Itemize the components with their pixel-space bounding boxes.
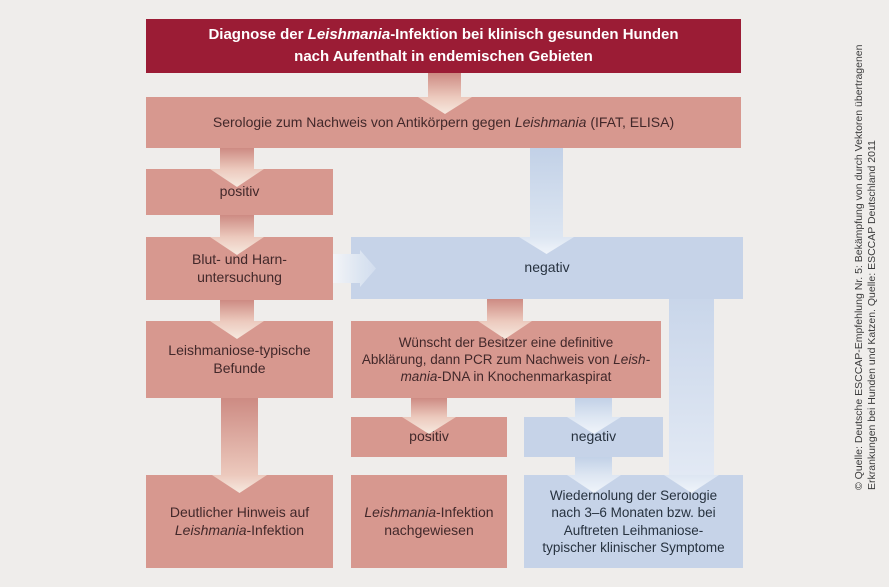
negativ-result-label-2: negativ <box>570 428 617 445</box>
source-attribution-line2: Erkrankungen bei Hunden und Katzen. Quel… <box>866 140 878 490</box>
connector-negativ2-wiederholung-shaft <box>575 457 612 475</box>
title-text: Diagnose der Leishmania-Infektion bei kl… <box>208 25 679 66</box>
positiv-result-box-1: positiv <box>146 169 333 215</box>
serology-box: Serologie zum Nachweis von Antikörpern g… <box>146 97 741 148</box>
connector-serology-negativ-shaft <box>530 148 563 237</box>
connector-title-serology-shaft <box>428 73 461 97</box>
positiv-result-label-2: positiv <box>409 428 449 445</box>
connector-blut-befunde-shaft <box>220 300 254 321</box>
connector-befunde-hinweis-shaft <box>221 398 258 475</box>
connector-pcr-positiv-shaft <box>411 398 447 417</box>
title-box: Diagnose der Leishmania-Infektion bei kl… <box>146 19 741 73</box>
connector-positiv-blut-shaft <box>220 215 254 237</box>
source-attribution: © Quelle: Deutsche ESCCAP-Empfehlung Nr.… <box>853 10 881 491</box>
connector-negativ-wiederholung-shaft <box>669 299 714 475</box>
connector-negativ-pcr-shaft <box>487 299 523 321</box>
connector-into-negativ-shaft <box>333 254 360 283</box>
blood-urine-exam-text: Blut- und Harn-untersuchung <box>192 250 287 285</box>
negativ-result-label-1: negativ <box>524 259 570 276</box>
positiv-result-label-1: positiv <box>219 183 260 200</box>
connector-pcr-negativ-shaft <box>575 398 612 417</box>
connector-serology-positiv-shaft <box>220 148 254 169</box>
serology-text: Serologie zum Nachweis von Antikörpern g… <box>212 113 675 130</box>
source-attribution-line1: © Quelle: Deutsche ESCCAP-Empfehlung Nr.… <box>853 44 865 491</box>
